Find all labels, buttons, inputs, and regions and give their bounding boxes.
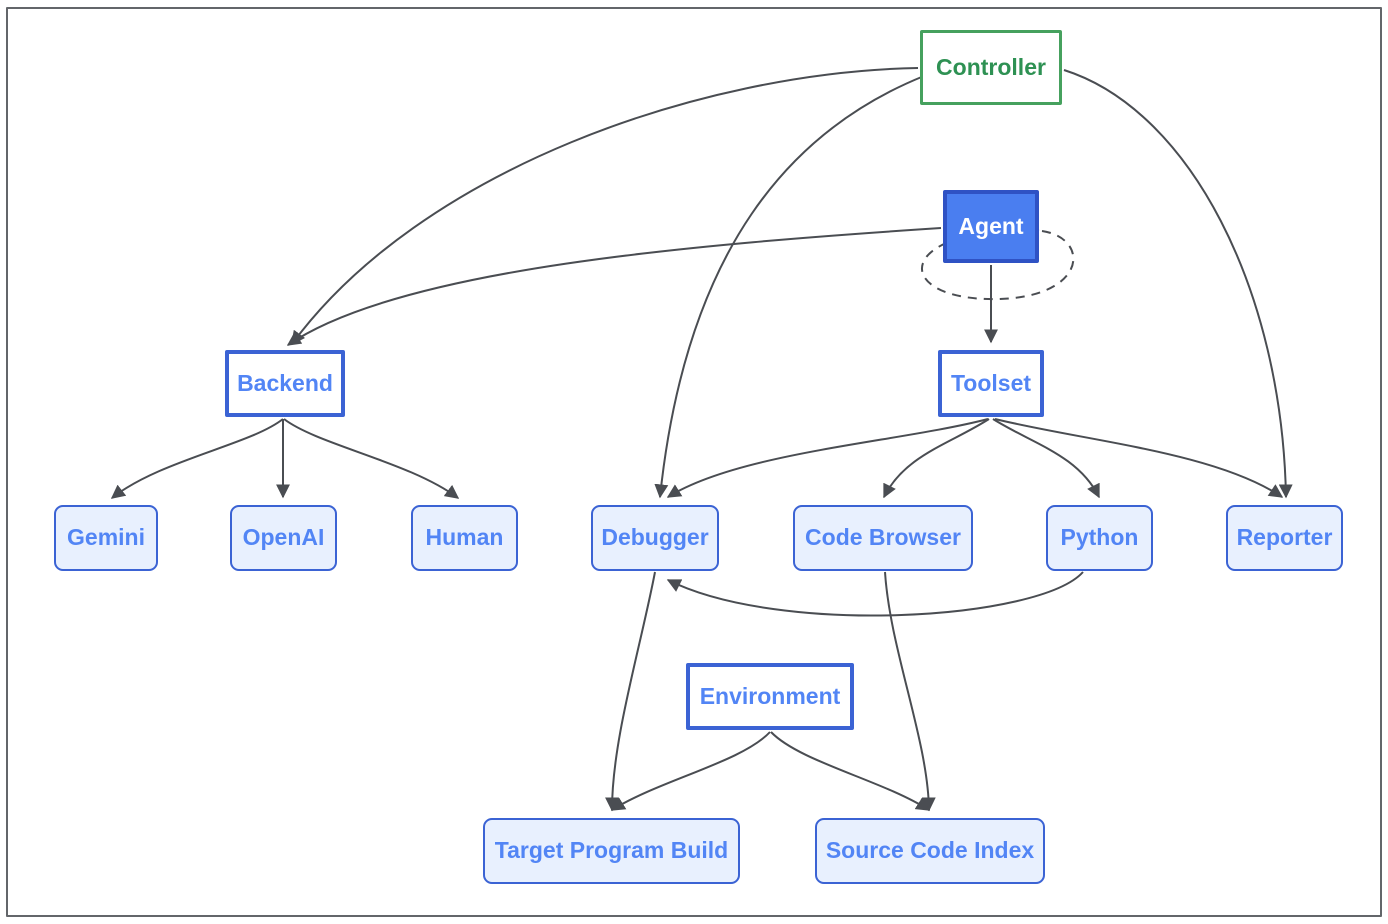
node-human-label: Human — [425, 524, 504, 551]
node-gemini-label: Gemini — [67, 524, 145, 551]
edge-agent-self-loop — [921, 223, 1075, 301]
node-environment-label: Environment — [699, 682, 841, 709]
node-agent[interactable]: Agent — [943, 190, 1039, 263]
node-code-browser-label: Code Browser — [805, 524, 961, 551]
node-reporter-label: Reporter — [1236, 524, 1333, 551]
node-openai-label: OpenAI — [242, 524, 325, 551]
node-code-browser[interactable]: Code Browser — [793, 505, 973, 571]
edge-debugger-targetbuild — [605, 571, 656, 812]
edge-backend-human — [283, 418, 460, 499]
node-controller[interactable]: Controller — [920, 30, 1062, 105]
edge-environment-sourceindex — [770, 731, 931, 811]
node-environment[interactable]: Environment — [686, 663, 854, 730]
node-controller-label: Controller — [936, 53, 1046, 80]
node-source-code-index[interactable]: Source Code Index — [815, 818, 1045, 884]
node-python-label: Python — [1060, 524, 1139, 551]
edge-controller-backend — [291, 67, 919, 346]
node-toolset[interactable]: Toolset — [938, 350, 1044, 417]
node-debugger-label: Debugger — [601, 524, 709, 551]
edge-codebrowser-sourceindex — [884, 571, 936, 812]
edge-environment-targetbuild — [610, 731, 771, 811]
node-source-code-index-label: Source Code Index — [825, 837, 1035, 864]
edge-agent-backend — [286, 227, 942, 346]
node-reporter[interactable]: Reporter — [1226, 505, 1343, 571]
edge-controller-reporter — [1063, 69, 1293, 499]
edge-python-debugger — [666, 571, 1084, 617]
node-toolset-label: Toolset — [950, 369, 1032, 396]
edge-toolset-debugger — [666, 418, 989, 498]
node-debugger[interactable]: Debugger — [591, 505, 719, 571]
edge-controller-debugger — [654, 75, 925, 499]
node-backend-label: Backend — [237, 369, 333, 396]
node-agent-label: Agent — [958, 212, 1024, 239]
edge-toolset-codebrowser — [883, 418, 990, 499]
edge-toolset-python — [992, 418, 1100, 499]
node-gemini[interactable]: Gemini — [54, 505, 158, 571]
node-target-program-build-label: Target Program Build — [494, 837, 729, 864]
node-backend[interactable]: Backend — [225, 350, 345, 417]
node-target-program-build[interactable]: Target Program Build — [483, 818, 740, 884]
node-openai[interactable]: OpenAI — [230, 505, 337, 571]
node-human[interactable]: Human — [411, 505, 518, 571]
edge-toolset-reporter — [994, 418, 1284, 498]
edge-backend-gemini — [110, 418, 284, 499]
node-python[interactable]: Python — [1046, 505, 1153, 571]
